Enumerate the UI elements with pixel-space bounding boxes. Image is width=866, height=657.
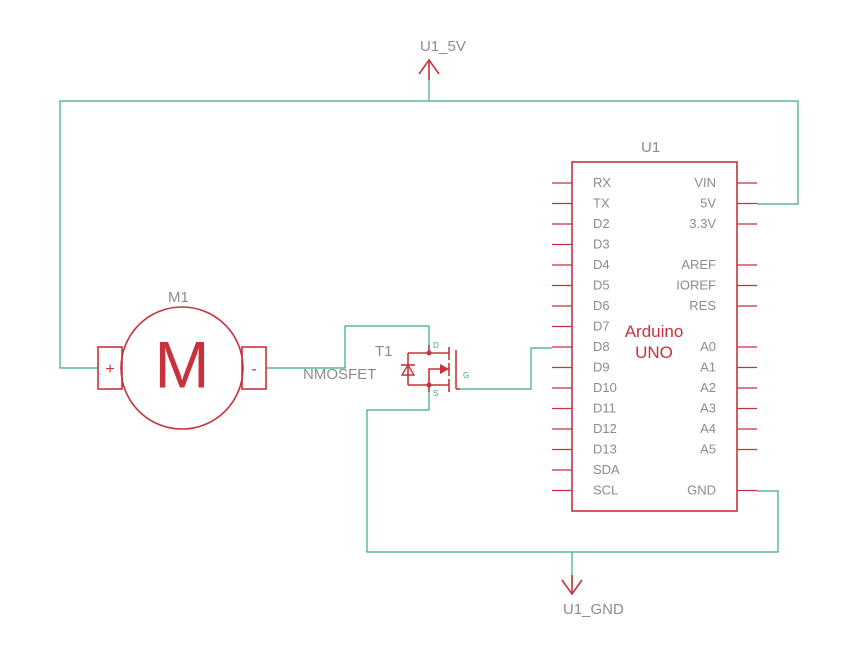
pin-label-right: AREF	[681, 257, 716, 272]
mosfet-pin-d: D	[433, 341, 439, 350]
pin-label-left: D12	[593, 421, 617, 436]
pin-label-right: 3.3V	[689, 216, 716, 231]
motor-plus-terminal	[97, 346, 123, 390]
motor-minus-sign: -	[251, 361, 256, 378]
pin-label-left: SDA	[593, 462, 620, 477]
ground-arrow-icon	[561, 575, 583, 596]
motor-plus-sign: +	[105, 361, 114, 378]
pin-label-right: A4	[700, 421, 716, 436]
vcc-arrow-icon	[418, 58, 440, 80]
motor-minus-terminal	[241, 346, 267, 390]
motor-body	[120, 306, 244, 430]
wire-gate-d8	[460, 347, 552, 390]
pin-label-right: A0	[700, 339, 716, 354]
mosfet-value: NMOSFET	[303, 366, 376, 383]
pin-label-left: TX	[593, 196, 610, 211]
pin-label-right: A3	[700, 401, 716, 416]
arduino-ref: U1	[641, 139, 660, 156]
gnd-label: U1_GND	[563, 601, 624, 618]
pin-label-left: SCL	[593, 483, 618, 498]
arduino-name-line2: UNO	[635, 343, 673, 362]
pin-label-left: D11	[593, 401, 616, 416]
wire-source-gnd	[366, 392, 779, 553]
mosfet-t1	[400, 345, 460, 392]
motor-symbol: M	[155, 327, 210, 401]
vcc-label: U1_5V	[420, 38, 466, 55]
motor-ref: M1	[168, 289, 189, 306]
pin-label-right: A2	[700, 380, 716, 395]
motor-m1	[97, 306, 267, 430]
pin-label-left: D9	[593, 360, 610, 375]
pin-label-left: D10	[593, 380, 617, 395]
pin-label-right: VIN	[694, 175, 716, 190]
pin-label-left: D4	[593, 257, 610, 272]
pin-label-left: D8	[593, 339, 610, 354]
mosfet-pin-s: S	[433, 389, 438, 398]
pin-label-left: D3	[593, 237, 610, 252]
wire-motor-drain	[266, 325, 430, 369]
pin-label-left: D2	[593, 216, 610, 231]
pin-label-right: GND	[687, 483, 716, 498]
arduino-body	[571, 161, 738, 512]
pin-label-left: RX	[593, 175, 611, 190]
pin-label-right: 5V	[700, 196, 716, 211]
pin-label-right: A1	[700, 360, 716, 375]
pin-label-left: D5	[593, 278, 610, 293]
pin-label-left: D7	[593, 319, 610, 334]
arduino-name-line1: Arduino	[625, 322, 684, 341]
pin-label-left: D6	[593, 298, 610, 313]
mosfet-arrow-icon	[440, 364, 449, 374]
pin-label-left: D13	[593, 442, 617, 457]
diode-icon	[400, 363, 416, 376]
mosfet-pin-g: G	[463, 371, 469, 380]
pin-label-right: A5	[700, 442, 716, 457]
pin-label-right: RES	[689, 298, 716, 313]
mosfet-ref: T1	[375, 343, 393, 360]
pin-label-right: IOREF	[676, 278, 716, 293]
